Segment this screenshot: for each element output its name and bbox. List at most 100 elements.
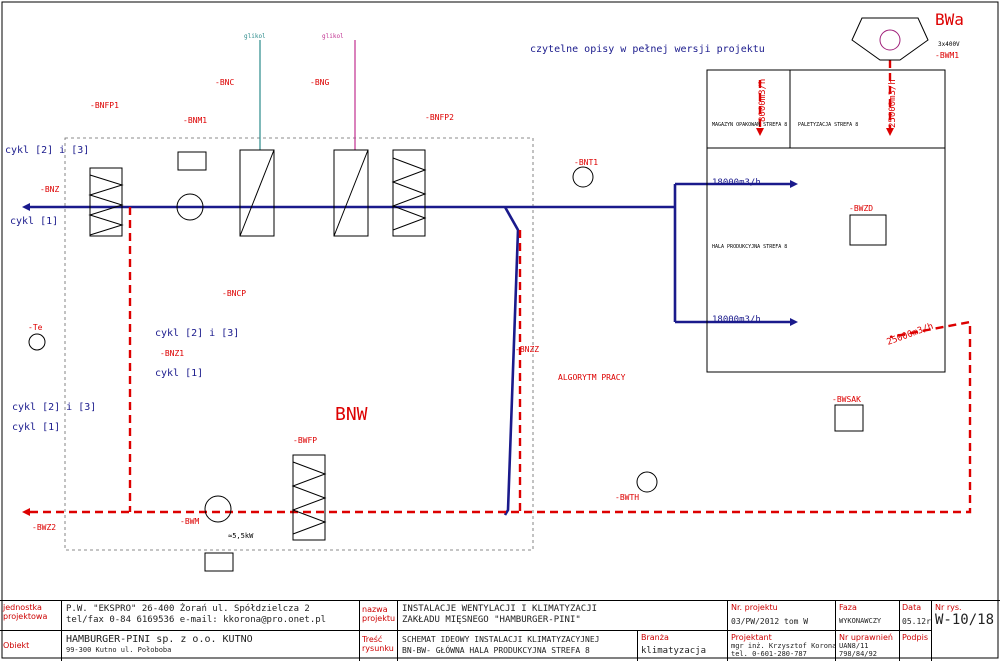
phase-label: Faza (839, 603, 857, 612)
tag-bwz2: -BWZ2 (32, 523, 56, 532)
drawing-content1: SCHEMAT IDEOWY INSTALACJI KLIMATYZACYJNE… (402, 635, 600, 644)
project-name2: ZAKŁADU MIĘSNEGO "HAMBURGER-PINI" (402, 615, 581, 625)
tag-bnc: -BNC (215, 78, 234, 87)
designer-cell: Projektant mgr inż. Krzysztof Korona tel… (728, 631, 836, 661)
cycle-label: cykl [2] i [3] (12, 402, 96, 413)
sensor-bwth (636, 471, 658, 493)
coil-bng (333, 149, 369, 237)
flow-label: 18000m3/h (712, 315, 761, 325)
tag-te: -Te (28, 323, 43, 332)
tag-bwm: -BWM (180, 517, 199, 526)
tag-bng: -BNG (310, 78, 329, 87)
filter-bwfp (291, 454, 327, 541)
object-label: Obiekt (3, 641, 30, 650)
tag-bwzd: -BWZD (849, 204, 873, 213)
drawing-content2: BN-BW- GŁÓWNA HALA PRODUKCYJNA STREFA 8 (402, 646, 590, 655)
project-name-label-cell: nazwa projektu (360, 601, 398, 631)
fan-bwm (204, 495, 234, 572)
date-cell: Data 05.12r (900, 601, 932, 631)
drawing-no-cell: Nr rys. W-10/18 (932, 601, 1000, 661)
permit-label: Nr uprawnień (839, 633, 893, 642)
project-name-label: nazwa projektu (362, 605, 396, 623)
tag-bnz: -BNZ (40, 185, 59, 194)
drawing-content-label: Treść rysunku (362, 635, 394, 653)
unit-label: jednostka projektowa (3, 603, 48, 621)
unit-cell: jednostka projektowa (0, 601, 62, 631)
date-value: 05.12r (902, 617, 931, 626)
bnw-label: BNW (335, 404, 368, 425)
tom-value: tom W (784, 617, 809, 626)
branch-cell: Branża klimatyzacja (638, 631, 728, 661)
project-no-cell: Nr. projektu 03/PW/2012 tom W (728, 601, 836, 631)
cycle-label: cykl [2] i [3] (5, 145, 89, 156)
cycle-label: cykl [1] (12, 422, 60, 433)
supply-arrows (22, 180, 798, 326)
project-no-value: 03/PW/2012 (731, 617, 780, 626)
flow-label: 25000m3/h (886, 322, 935, 348)
permit-value: UAN8/11 798/84/92 (839, 642, 877, 658)
designer-value: mgr inż. Krzysztof Korona (731, 642, 836, 650)
panel-bwzd (849, 214, 887, 246)
tag-bnzz: -BNZZ (515, 345, 539, 354)
signature-cell: Podpis (900, 631, 932, 661)
room-label: MAGAZYN OPAKOWAŃ STREFA 8 (712, 121, 787, 128)
cycle-label: cykl [1] (155, 368, 203, 379)
flow-label: 8000m3/h (758, 79, 768, 122)
object-label-cell: Obiekt (0, 631, 62, 661)
signature-label: Podpis (902, 633, 928, 642)
tag-bncp: -BNCP (222, 289, 246, 298)
coil-bnc (239, 149, 275, 237)
bnw-unit-boundary (64, 137, 534, 551)
fan-bnm1 (176, 151, 207, 221)
company-cell: P.W. "EKSPRO" 26-400 Żorań ul. Spółdziel… (62, 601, 360, 631)
glikol-label: glikol (244, 33, 266, 40)
object-cell: HAMBURGER-PINI sp. z o.o. KUTNO 99-300 K… (62, 631, 360, 661)
filter-bnfp2 (391, 149, 427, 237)
room-label: PALETYZACJA STREFA 8 (798, 122, 858, 128)
tag-bnt1: -BNT1 (574, 158, 598, 167)
tag-bwth: -BWTH (615, 493, 639, 502)
building-plan (706, 69, 946, 373)
filter-bnfp1 (88, 167, 124, 237)
power-label: 3x400V (938, 41, 960, 48)
object-line1: HAMBURGER-PINI sp. z o.o. KUTNO (66, 634, 253, 645)
permit-cell: Nr uprawnień UAN8/11 798/84/92 (836, 631, 900, 661)
return-arrows (22, 128, 894, 516)
tag-bwm1: -BWM1 (935, 51, 959, 60)
project-name1: INSTALACJE WENTYLACJI I KLIMATYZACJI (402, 604, 598, 614)
algorithm-title: ALGORYTM PRACY (558, 373, 626, 382)
company-line2: tel/fax 0-84 6169536 e-mail: kkorona@pro… (66, 615, 327, 625)
bwa-label: BWa (935, 10, 964, 29)
tag-bnfp1: -BNFP1 (90, 101, 119, 110)
company-line1: P.W. "EKSPRO" 26-400 Żorań ul. Spółdziel… (66, 604, 310, 614)
tag-bnm1: -BNM1 (183, 116, 207, 125)
project-name-cell: INSTALACJE WENTYLACJI I KLIMATYZACJI ZAK… (398, 601, 728, 631)
title-block: jednostka projektowa P.W. "EKSPRO" 26-40… (0, 600, 1000, 661)
roof-unit-bwa (851, 17, 929, 61)
supply-duct (30, 182, 790, 516)
drawing-no-value: W-10/18 (935, 612, 995, 628)
sensor-te (28, 333, 46, 351)
cycle-label: cykl [2] i [3] (155, 328, 239, 339)
tag-bnfp2: -BNFP2 (425, 113, 454, 122)
sensor-bnt1 (572, 166, 594, 188)
motor-rating: ≈5,5kW (228, 532, 254, 540)
drawing-content-label-cell: Treść rysunku (360, 631, 398, 661)
room-label: HALA PRODUKCYJNA STREFA 8 (712, 244, 787, 250)
panel-bwsak (834, 404, 864, 432)
date-label: Data (902, 603, 922, 612)
project-no-label: Nr. projektu (731, 603, 778, 612)
drawing-content-cell: SCHEMAT IDEOWY INSTALACJI KLIMATYZACYJNE… (398, 631, 638, 661)
drawing-no-label: Nr rys. (935, 603, 962, 612)
designer-tel: tel. 0-601-280-787 (731, 650, 807, 658)
note-full-project: czytelne opisy w pełnej wersji projektu (530, 44, 765, 55)
object-line2: 99-300 Kutno ul. Połoboba (66, 646, 172, 654)
designer-label: Projektant (731, 633, 772, 642)
tag-bwsak: -BWSAK (832, 395, 861, 404)
branch-label: Branża (641, 633, 669, 642)
return-duct (30, 60, 972, 514)
tag-bnz1: -BNZ1 (160, 349, 184, 358)
glikol-label: glikol (322, 33, 344, 40)
